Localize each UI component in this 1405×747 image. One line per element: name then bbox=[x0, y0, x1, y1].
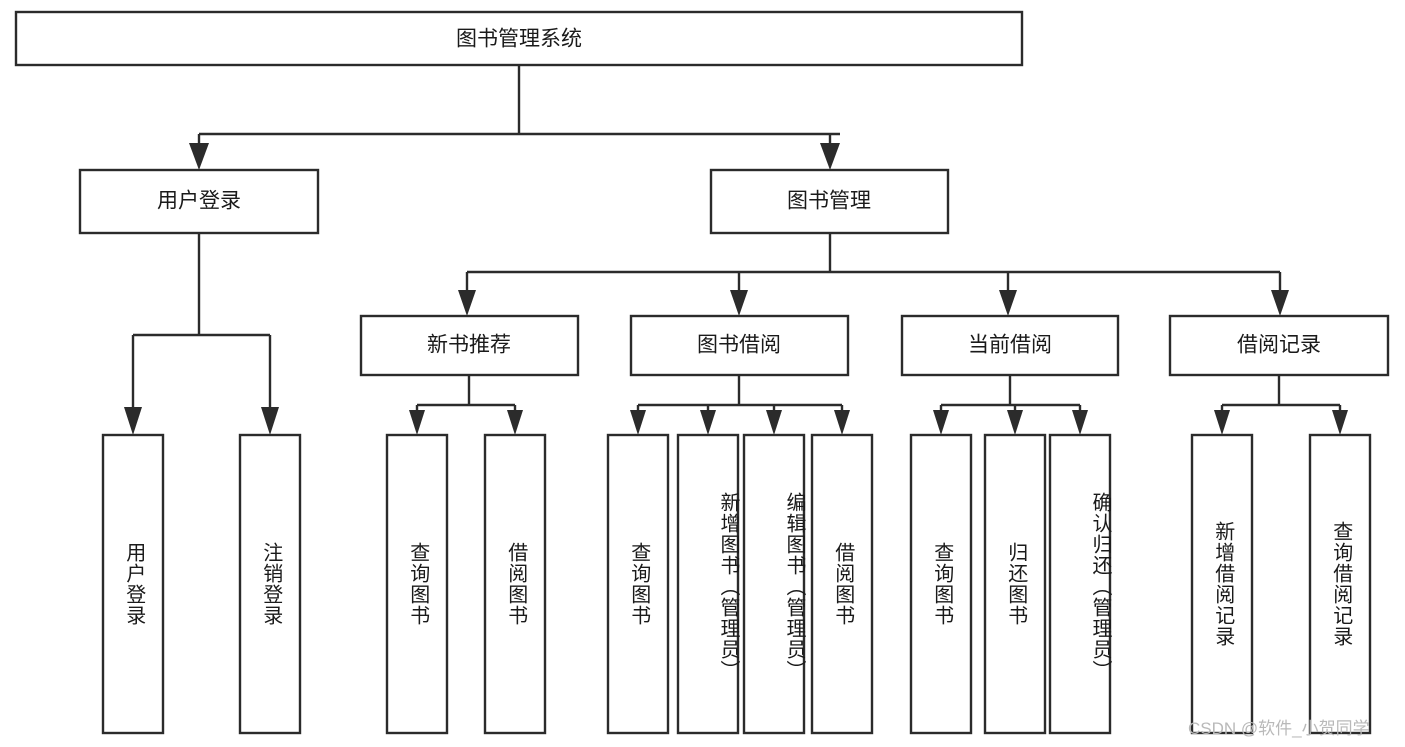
node-user-login-label: 用户登录 bbox=[157, 190, 241, 213]
node-book-borrow-label: 图书借阅 bbox=[697, 334, 781, 357]
connector-newbookrec-to-leaves bbox=[409, 375, 523, 435]
leaf-box-return-book[interactable] bbox=[983, 433, 1047, 735]
leaf-box-add-record[interactable] bbox=[1190, 433, 1254, 735]
node-new-book-rec-label: 新书推荐 bbox=[427, 334, 511, 357]
leaf-box-user-logout[interactable] bbox=[238, 433, 302, 735]
leaf-box-borrow-book-2[interactable] bbox=[810, 433, 874, 735]
connector-userlogin-to-leaves bbox=[124, 233, 279, 435]
connector-bookborrow-to-leaves bbox=[630, 375, 850, 435]
leaf-box-query-record[interactable] bbox=[1308, 433, 1372, 735]
node-current-borrow[interactable]: 当前借阅 bbox=[900, 314, 1120, 377]
node-new-book-rec[interactable]: 新书推荐 bbox=[359, 314, 580, 377]
leaf-boxes-group bbox=[101, 433, 1372, 735]
node-current-borrow-label: 当前借阅 bbox=[968, 334, 1052, 357]
node-borrow-record[interactable]: 借阅记录 bbox=[1168, 314, 1390, 377]
leaf-box-confirm-return[interactable] bbox=[1048, 433, 1112, 735]
connector-borrowrecord-to-leaves bbox=[1214, 375, 1348, 435]
leaf-box-query-book-3[interactable] bbox=[909, 433, 973, 735]
connector-root-to-level2 bbox=[189, 65, 840, 170]
node-root[interactable]: 图书管理系统 bbox=[14, 10, 1024, 67]
leaf-box-add-book[interactable] bbox=[676, 433, 740, 735]
node-borrow-record-label: 借阅记录 bbox=[1237, 334, 1321, 357]
node-user-login[interactable]: 用户登录 bbox=[78, 168, 320, 235]
leaf-box-query-book-2[interactable] bbox=[606, 433, 670, 735]
leaf-box-query-book-1[interactable] bbox=[385, 433, 449, 735]
leaf-box-borrow-book-1[interactable] bbox=[483, 433, 547, 735]
node-book-borrow[interactable]: 图书借阅 bbox=[629, 314, 850, 377]
leaf-box-edit-book[interactable] bbox=[742, 433, 806, 735]
leaf-box-user-login[interactable] bbox=[101, 433, 165, 735]
csdn-watermark: CSDN @软件_小贺同学 bbox=[1188, 719, 1370, 738]
node-book-manage[interactable]: 图书管理 bbox=[709, 168, 950, 235]
connector-bookmanage-to-level3 bbox=[458, 233, 1289, 316]
node-book-manage-label: 图书管理 bbox=[787, 190, 871, 213]
node-root-label: 图书管理系统 bbox=[456, 28, 582, 51]
connector-currentborrow-to-leaves bbox=[933, 375, 1088, 435]
